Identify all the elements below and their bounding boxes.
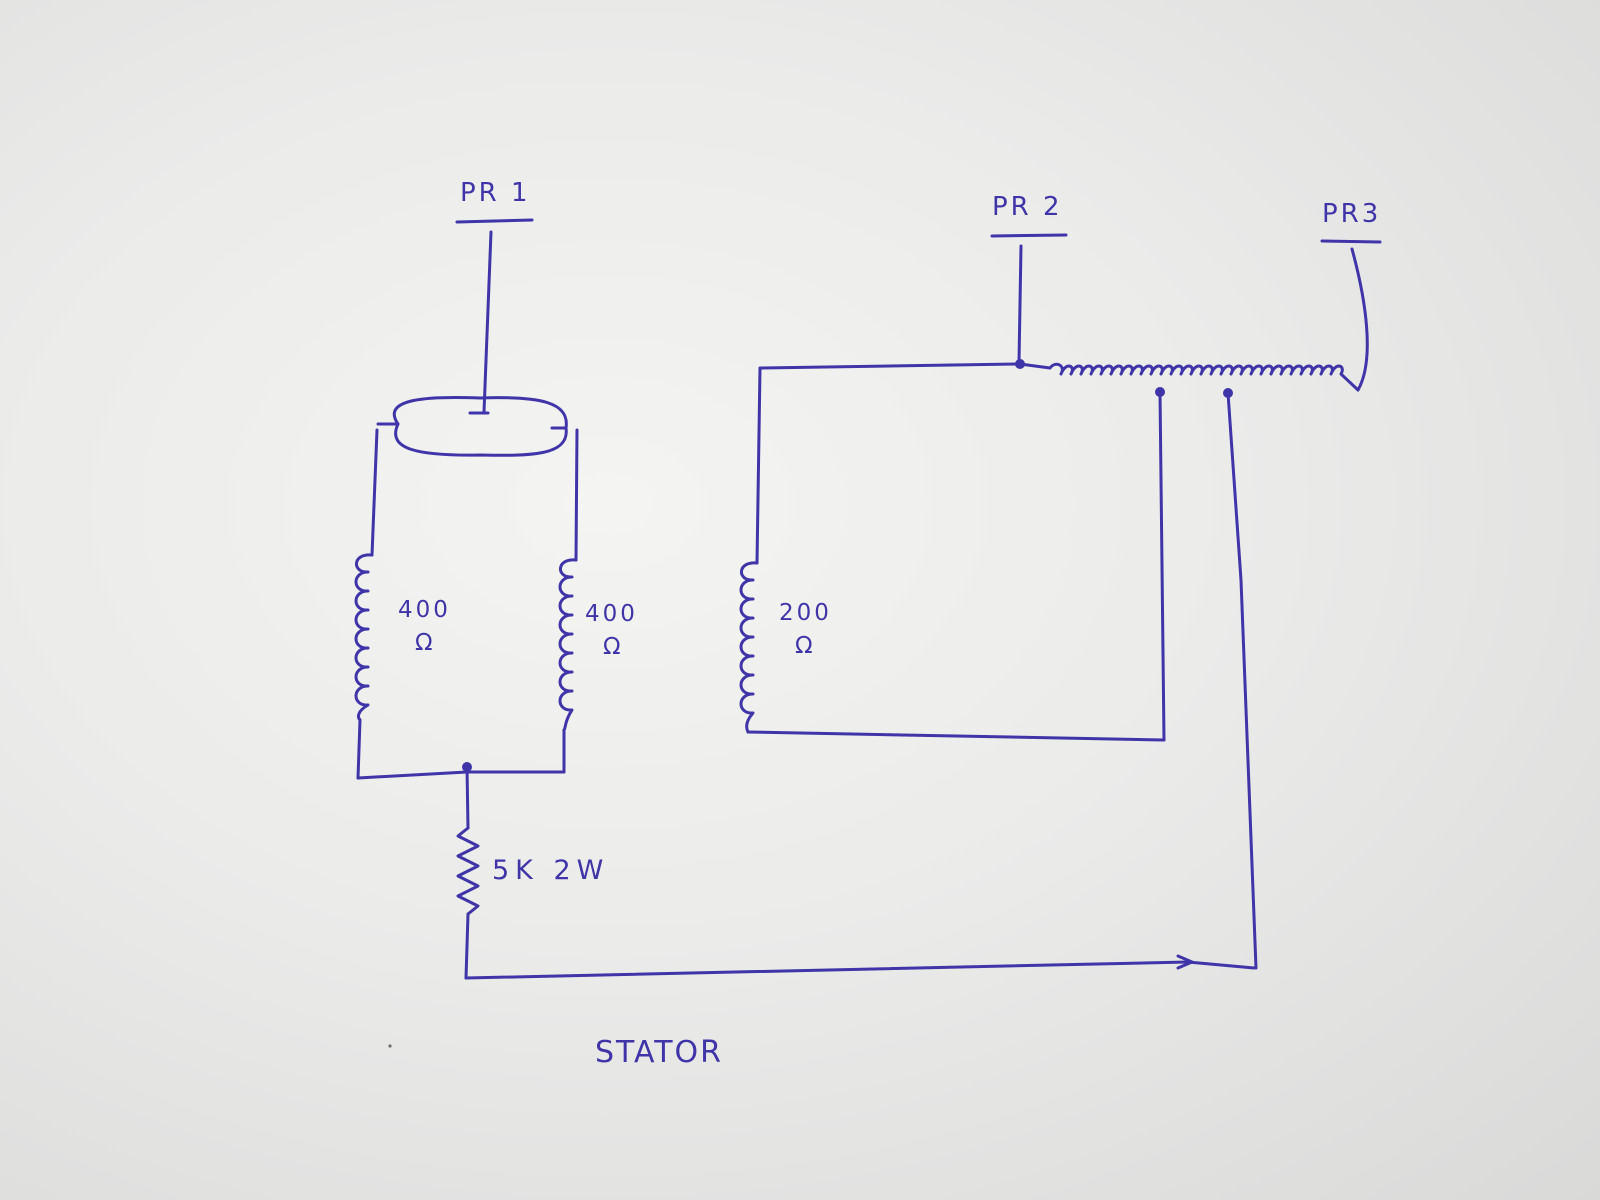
return-wire-bottom: [464, 960, 1256, 980]
resistor-top-wire: [465, 765, 470, 830]
loop-top-wire: [755, 362, 1022, 565]
tapped-coil: [1018, 362, 1360, 392]
branch-join-wire: [356, 770, 566, 780]
loop-bottom-wire: [746, 730, 1166, 742]
left-branch-top-wire: [370, 428, 379, 557]
tap-1-wire: [1158, 390, 1166, 742]
paper-speck: [388, 1044, 392, 1048]
pr1-lead-wire: [482, 230, 493, 414]
left-coil-value: 400: [398, 597, 451, 623]
resistor-bottom-wire: [464, 912, 470, 980]
pr3-label: PR3: [1322, 199, 1381, 229]
resistor-5k-2w: [456, 826, 480, 916]
resistor-label: 5K 2W: [492, 855, 609, 886]
right-coil-unit: Ω: [603, 634, 624, 660]
right-coil-value: 400: [585, 601, 638, 627]
third-coil-200: [739, 561, 759, 734]
left-coil-400: [354, 553, 374, 722]
tap-2-wire: [1226, 391, 1258, 970]
pr1-label: PR 1: [460, 178, 531, 208]
pr1-contact-oval: [392, 395, 568, 457]
pr2-terminal-bar: [990, 233, 1068, 238]
pr1-terminal-bar: [455, 218, 534, 224]
stator-caption: STATOR: [595, 1035, 723, 1070]
right-branch-top-wire: [574, 428, 579, 562]
right-coil-400: [558, 558, 578, 732]
third-coil-value: 200: [779, 600, 832, 626]
pr3-lead-wire: [1350, 247, 1369, 392]
left-coil-unit: Ω: [415, 630, 436, 656]
pr2-label: PR 2: [992, 192, 1063, 222]
pr3-terminal-bar: [1320, 239, 1382, 244]
pr2-lead-wire: [1017, 244, 1023, 364]
return-wire-arrow: [1176, 954, 1194, 970]
left-branch-bottom-wire: [356, 718, 362, 780]
third-coil-unit: Ω: [795, 633, 816, 659]
